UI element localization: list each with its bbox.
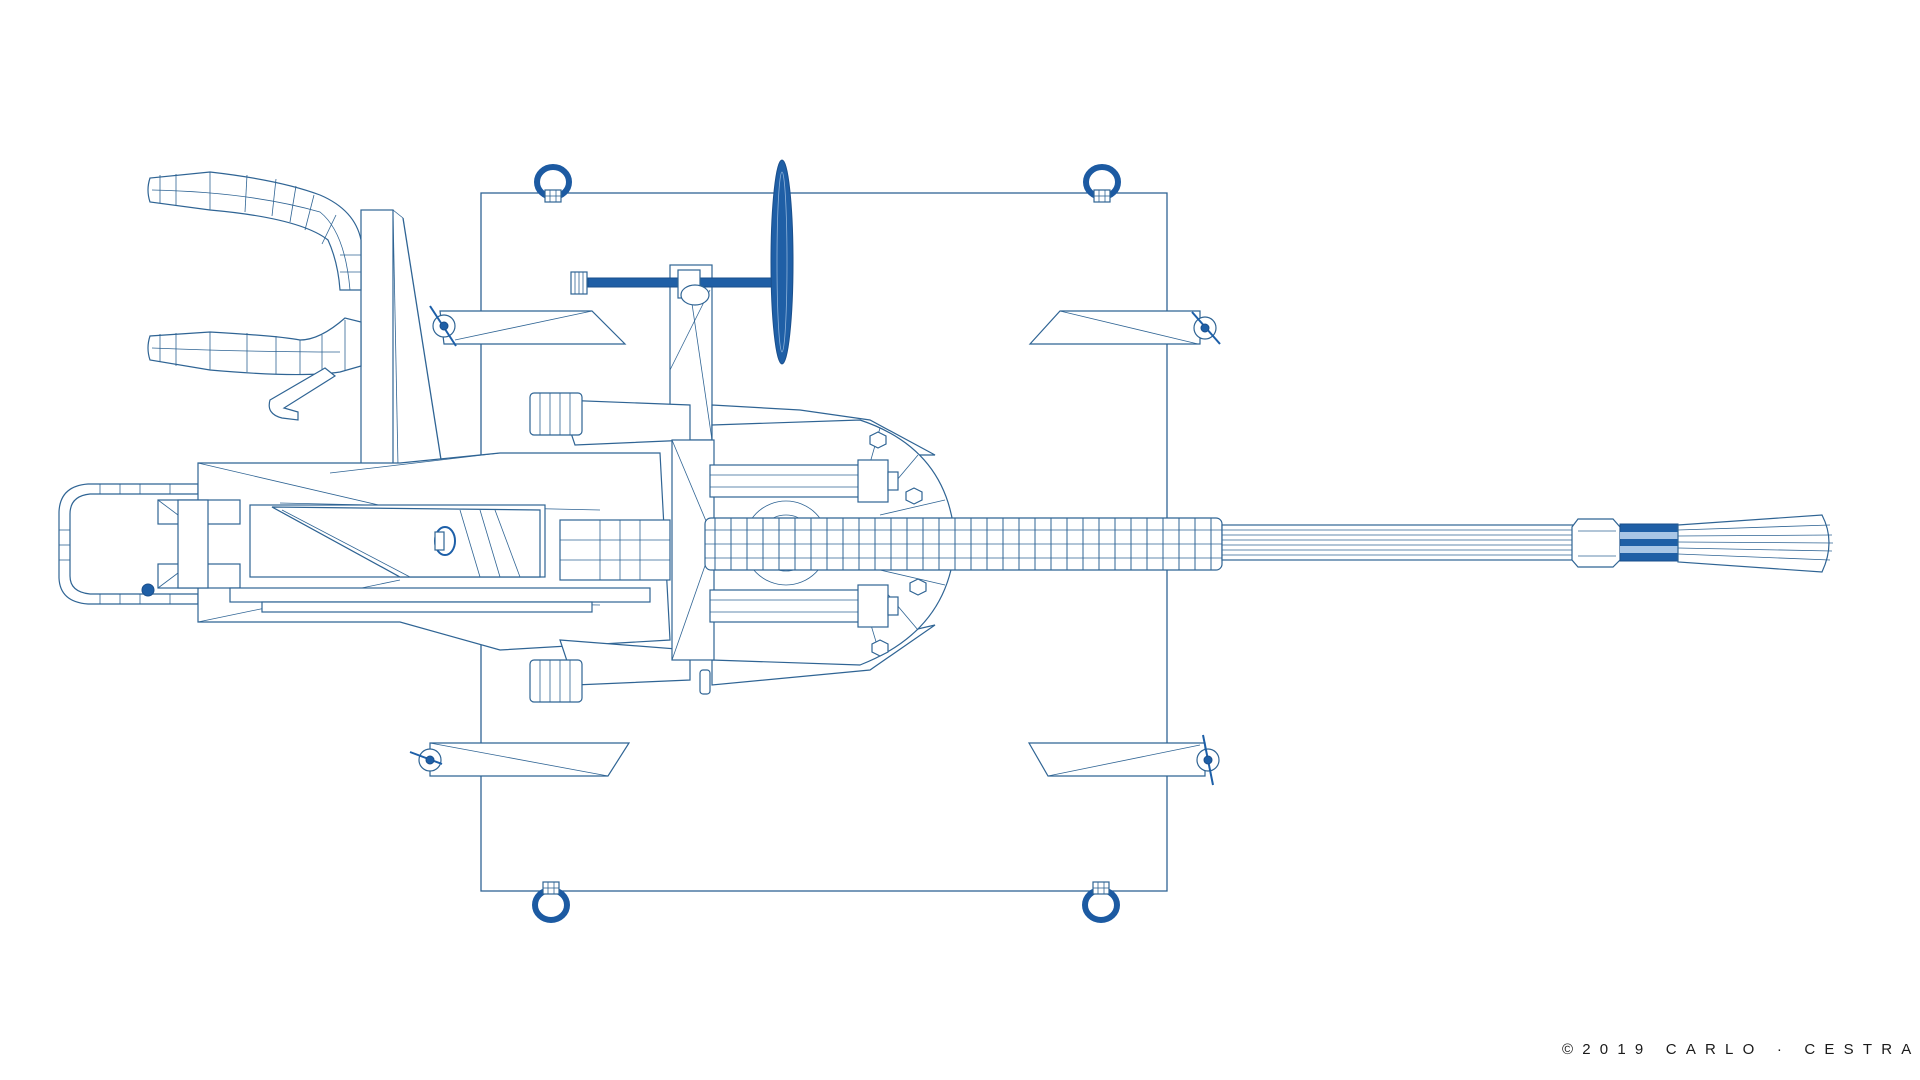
ring-bottom-left bbox=[532, 881, 570, 923]
seat-handles bbox=[147, 171, 362, 421]
copyright-text: ©2019 CARLO · CESTRA bbox=[1562, 1041, 1920, 1058]
trail-post bbox=[360, 209, 443, 467]
elevation-wheel bbox=[570, 159, 794, 441]
outrigger-top-right bbox=[1028, 310, 1221, 345]
barrel bbox=[1221, 524, 1575, 561]
outrigger-top-left bbox=[429, 305, 627, 347]
breech-body bbox=[141, 452, 671, 651]
muzzle-brake bbox=[1571, 514, 1834, 573]
outrigger-bottom-right bbox=[1027, 734, 1220, 786]
recoil-jacket bbox=[704, 517, 1223, 571]
ring-bottom-right bbox=[1082, 881, 1120, 923]
ring-top-left bbox=[534, 164, 572, 203]
outriggers bbox=[409, 305, 1221, 786]
ring-top-right bbox=[1083, 164, 1121, 203]
outrigger-bottom-left bbox=[409, 742, 631, 777]
gun-shield bbox=[671, 419, 956, 666]
lifting-rings bbox=[532, 164, 1121, 923]
